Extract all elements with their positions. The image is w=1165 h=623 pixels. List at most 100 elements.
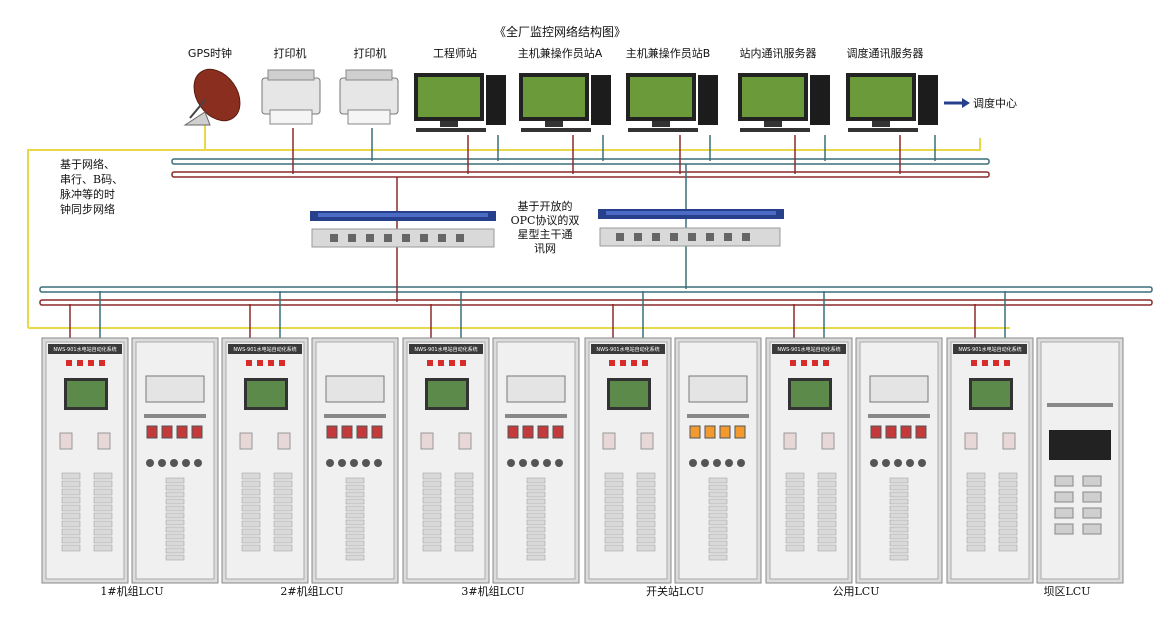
meter-icon — [900, 425, 912, 439]
meter-icon — [371, 425, 383, 439]
printer-1: 打印机 — [261, 46, 321, 125]
lcu-label: 公用LCU — [833, 585, 880, 598]
engineer-station: 工程师站 — [414, 46, 506, 132]
indicator-lamp-icon — [66, 360, 72, 366]
svg-text:基于网络、: 基于网络、 — [60, 157, 115, 171]
plc-unit-icon — [145, 375, 205, 403]
lcu-label: 2#机组LCU — [280, 584, 343, 598]
diagram-title: 《全厂监控网络结构图》 — [494, 24, 626, 39]
switch-knob-icon — [170, 459, 178, 467]
aux-cabinet — [311, 337, 399, 584]
gps-clock: GPS时钟 — [183, 46, 241, 126]
switch-knob-icon — [338, 459, 346, 467]
switch-knob-icon — [326, 459, 334, 467]
meter-icon — [507, 425, 519, 439]
switch-right — [598, 209, 784, 247]
indicator-lamp-icon — [257, 360, 263, 366]
switch-knob-icon — [519, 459, 527, 467]
indicator-lamp-icon — [438, 360, 444, 366]
switch-knob-icon — [194, 459, 202, 467]
indicator-lamp-icon — [427, 360, 433, 366]
svg-text:打印机: 打印机 — [274, 46, 307, 60]
meter-icon — [689, 425, 701, 439]
switch-knob-icon — [870, 459, 878, 467]
svg-text:主机兼操作员站A: 主机兼操作员站A — [518, 46, 603, 60]
top-bus — [171, 158, 990, 178]
switch-knob-icon — [362, 459, 370, 467]
meter-icon — [734, 425, 746, 439]
meter-icon — [704, 425, 716, 439]
cabinet-header: NWS-901水电站自动化系统 — [777, 346, 840, 353]
indicator-lamp-icon — [993, 360, 999, 366]
control-cabinet: NWS-901水电站自动化系统 — [584, 337, 672, 584]
control-cabinet: NWS-901水电站自动化系统 — [221, 337, 309, 584]
svg-text:主机兼操作员站B: 主机兼操作员站B — [626, 46, 711, 60]
switch-knob-icon — [507, 459, 515, 467]
cabinet-header: NWS-901水电站自动化系统 — [414, 346, 477, 353]
plc-unit-icon — [325, 375, 385, 403]
svg-text:调度通讯服务器: 调度通讯服务器 — [847, 46, 924, 60]
switch-knob-icon — [374, 459, 382, 467]
plc-unit-icon — [688, 375, 748, 403]
meter-icon — [719, 425, 731, 439]
switch-knob-icon — [350, 459, 358, 467]
switch-knob-icon — [713, 459, 721, 467]
aux-cabinet — [855, 337, 943, 584]
meter-icon — [161, 425, 173, 439]
svg-text:GPS时钟: GPS时钟 — [188, 46, 232, 60]
indicator-lamp-icon — [812, 360, 818, 366]
indicator-lamp-icon — [823, 360, 829, 366]
switch-knob-icon — [146, 459, 154, 467]
control-cabinet: NWS-901水电站自动化系统 — [402, 337, 490, 584]
svg-text:打印机: 打印机 — [354, 46, 387, 60]
switch-knob-icon — [689, 459, 697, 467]
meter-icon — [326, 425, 338, 439]
operator-station-b: 主机兼操作员站B — [626, 46, 718, 132]
indicator-lamp-icon — [642, 360, 648, 366]
indicator-lamp-icon — [620, 360, 626, 366]
switch-knob-icon — [894, 459, 902, 467]
svg-text:星型主干通: 星型主干通 — [518, 227, 573, 241]
meter-icon — [870, 425, 882, 439]
switch-knob-icon — [725, 459, 733, 467]
meter-icon — [146, 425, 158, 439]
control-cabinet: NWS-901水电站自动化系统 — [41, 337, 129, 584]
control-cabinet: NWS-901水电站自动化系统 — [946, 337, 1034, 584]
meter-icon — [537, 425, 549, 439]
operator-station-a: 主机兼操作员站A — [518, 46, 611, 132]
indicator-lamp-icon — [279, 360, 285, 366]
indicator-lamp-icon — [790, 360, 796, 366]
battery-icon — [1082, 523, 1102, 535]
switch-knob-icon — [555, 459, 563, 467]
meter-icon — [341, 425, 353, 439]
meter-icon — [176, 425, 188, 439]
dispatch-comm-server: 调度通讯服务器 — [846, 46, 938, 132]
switch-knob-icon — [531, 459, 539, 467]
switch-knob-icon — [182, 459, 190, 467]
meter-icon — [552, 425, 564, 439]
meter-icon — [356, 425, 368, 439]
svg-text:脉冲等的时: 脉冲等的时 — [60, 187, 115, 201]
lcu-cabinets: NWS-901水电站自动化系统1#机组LCUNWS-901水电站自动化系统2#机… — [41, 291, 1124, 598]
meter-icon — [885, 425, 897, 439]
svg-text:工程师站: 工程师站 — [433, 46, 477, 60]
battery-icon — [1054, 523, 1074, 535]
svg-text:讯网: 讯网 — [534, 242, 556, 255]
plc-unit-icon — [506, 375, 566, 403]
switch-knob-icon — [543, 459, 551, 467]
switch-knob-icon — [906, 459, 914, 467]
station-comm-server: 站内通讯服务器 — [738, 46, 830, 132]
indicator-lamp-icon — [449, 360, 455, 366]
cabinet-header: NWS-901水电站自动化系统 — [958, 346, 1021, 353]
aux-cabinet — [492, 337, 580, 584]
indicator-lamp-icon — [631, 360, 637, 366]
indicator-lamp-icon — [1004, 360, 1010, 366]
svg-text:串行、B码、: 串行、B码、 — [60, 173, 123, 186]
cabinet-header: NWS-901水电站自动化系统 — [596, 346, 659, 353]
